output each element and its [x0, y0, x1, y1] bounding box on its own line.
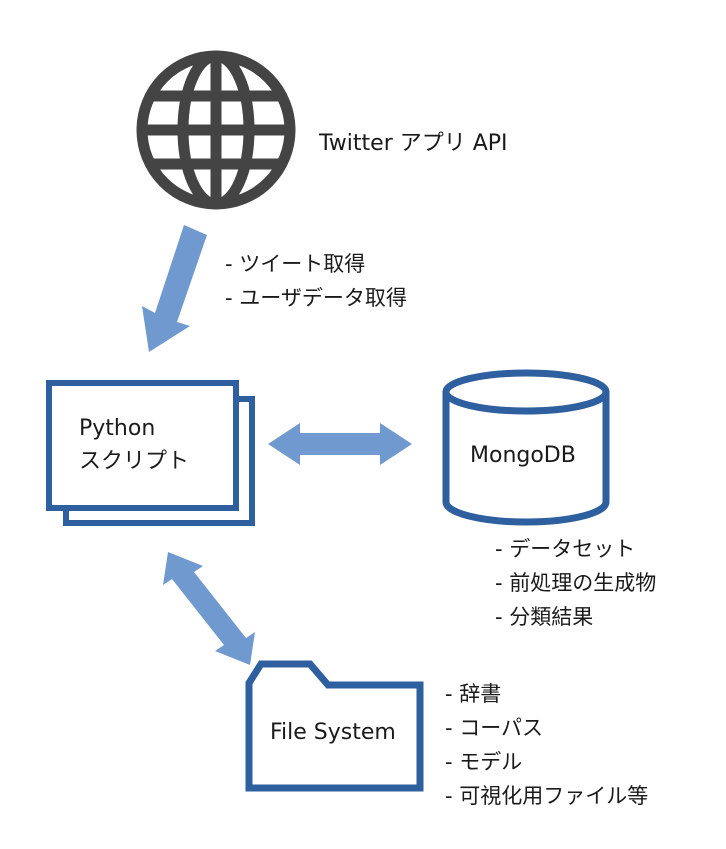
- list-item: - ユーザデータ取得: [225, 286, 407, 310]
- stacked-pages-icon: [46, 380, 255, 526]
- mongodb-label: MongoDB: [470, 443, 576, 468]
- list-item: - ツイート取得: [225, 252, 366, 276]
- filesystem-contents-list: - 辞書 - コーパス - モデル - 可視化用ファイル等: [445, 677, 648, 813]
- folder-icon: [245, 660, 424, 792]
- mongodb-contents-list: - データセット - 前処理の生成物 - 分類結果: [495, 532, 656, 634]
- list-item: - 可視化用ファイル等: [445, 784, 649, 808]
- globe-icon: [136, 50, 296, 210]
- filesystem-label: File System: [270, 720, 396, 745]
- api-actions-list: - ツイート取得 - ユーザデータ取得: [225, 247, 407, 315]
- list-item: - 辞書: [445, 682, 502, 706]
- list-item: - データセット: [495, 537, 636, 561]
- python-script-label-line1: Python: [79, 416, 156, 441]
- list-item: - 前処理の生成物: [495, 571, 657, 595]
- list-item: - コーパス: [445, 716, 544, 740]
- script-filesystem-arrow: [163, 552, 255, 665]
- python-script-label-line2: スクリプト: [79, 449, 190, 474]
- script-mongodb-arrow: [268, 423, 412, 465]
- twitter-api-label: Twitter アプリ API: [319, 131, 508, 156]
- list-item: - 分類結果: [495, 605, 594, 629]
- api-to-script-arrow: [142, 225, 207, 352]
- database-cylinder-icon: [442, 369, 610, 526]
- list-item: - モデル: [445, 750, 523, 774]
